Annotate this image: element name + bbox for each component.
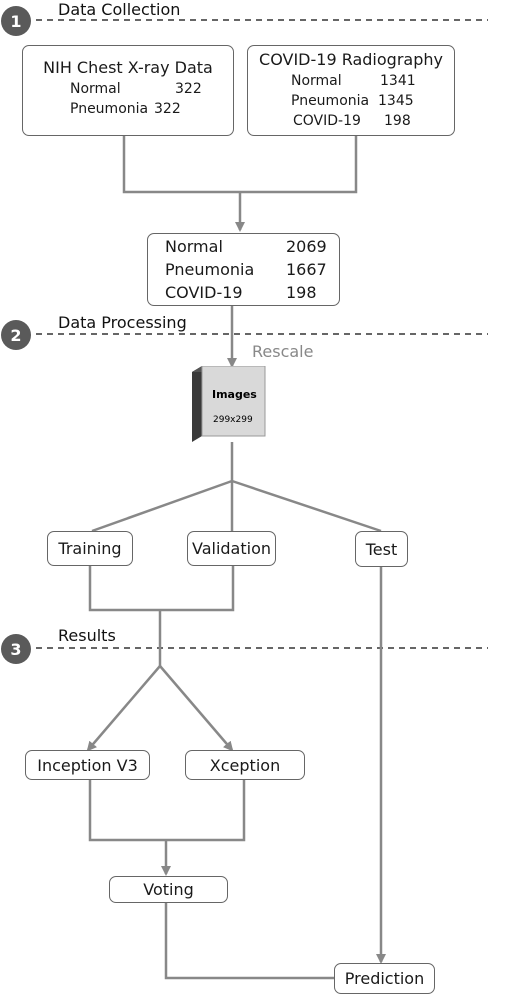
covid-covid19-label: COVID-19: [293, 113, 361, 129]
step-2-label: Data Processing: [58, 313, 187, 332]
line-to-test: [231, 479, 382, 533]
step-1-label: Data Collection: [58, 0, 181, 19]
combined-pneumonia-count: 1667: [286, 260, 327, 279]
step-1-badge: 1: [1, 6, 31, 36]
combined-dataset-box: Normal 2069 Pneumonia 1667 COVID-19 198: [147, 233, 340, 306]
images-block-icon: [192, 366, 266, 442]
step-3-label: Results: [58, 626, 116, 645]
step-2-badge: 2: [1, 320, 31, 350]
source-title-nih: NIH Chest X-ray Data: [43, 58, 213, 77]
combined-pneumonia-label: Pneumonia: [165, 260, 255, 279]
nih-pneumonia-count: 322: [154, 101, 181, 117]
combined-covid19-count: 198: [286, 283, 317, 302]
rescale-label: Rescale: [252, 342, 314, 361]
step-3-badge: 3: [1, 634, 31, 664]
nih-pneumonia-label: Pneumonia: [70, 101, 149, 117]
source-box-nih: NIH Chest X-ray Data Normal 322 Pneumoni…: [22, 45, 234, 136]
line-to-training: [91, 479, 233, 533]
images-label: Images: [212, 388, 257, 401]
validation-box: Validation: [187, 531, 276, 566]
voting-box: Voting: [109, 876, 228, 903]
merge-line-train-val: [88, 566, 235, 612]
combined-normal-label: Normal: [165, 237, 223, 256]
nih-normal-label: Normal: [70, 81, 121, 97]
combined-covid19-label: COVID-19: [165, 283, 243, 302]
arrow-to-inception: [86, 665, 161, 752]
covid-pneumonia-count: 1345: [378, 93, 414, 109]
covid-pneumonia-label: Pneumonia: [291, 93, 370, 109]
training-box: Training: [47, 531, 133, 566]
prediction-box: Prediction: [334, 963, 435, 994]
source-title-covid-radiography: COVID-19 Radiography: [259, 50, 443, 69]
covid-covid19-count: 198: [384, 113, 411, 129]
covid-normal-label: Normal: [291, 73, 342, 89]
covid-normal-count: 1341: [380, 73, 416, 89]
images-size: 299x299: [213, 415, 253, 425]
merge-line-sources: [122, 136, 358, 194]
combined-normal-count: 2069: [286, 237, 327, 256]
inception-v3-box: Inception V3: [25, 750, 150, 780]
nih-normal-count: 322: [175, 81, 202, 97]
line-voting-to-prediction: [164, 903, 334, 980]
xception-box: Xception: [185, 750, 305, 780]
merge-line-models: [88, 780, 246, 842]
arrow-to-xception: [159, 665, 234, 752]
source-box-covid-radiography: COVID-19 Radiography Normal 1341 Pneumon…: [247, 45, 455, 136]
test-box: Test: [355, 531, 408, 567]
